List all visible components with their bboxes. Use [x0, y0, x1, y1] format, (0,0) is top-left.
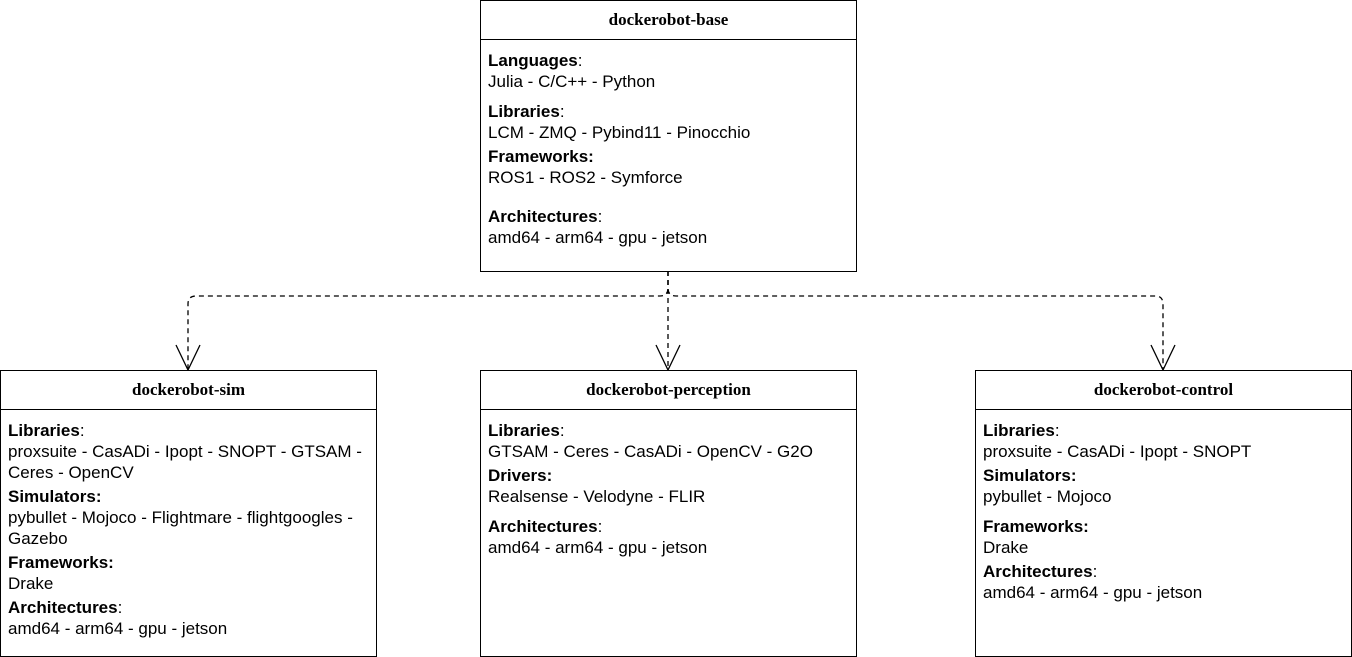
edge-base-to-sim [187, 271, 669, 369]
section-architectures: Architectures: amd64 - arm64 - gpu - jet… [8, 597, 368, 639]
arrowhead-control [1150, 344, 1176, 372]
section-items: GTSAM - Ceres - CasADi - OpenCV - G2O [488, 442, 813, 461]
section-architectures: Architectures: amd64 - arm64 - gpu - jet… [983, 561, 1343, 603]
section-architectures: Architectures: amd64 - arm64 - gpu - jet… [488, 206, 848, 248]
node-sim: dockerobot-sim Libraries: proxsuite - Ca… [0, 370, 377, 657]
section-label: Architectures [488, 517, 598, 536]
section-label: Simulators: [8, 487, 102, 506]
section-items: amd64 - arm64 - gpu - jetson [983, 583, 1203, 602]
section-simulators: Simulators: pybullet - Mojoco - Flightma… [8, 486, 368, 549]
section-drivers: Drivers: Realsense - Velodyne - FLIR [488, 465, 848, 507]
section-label: Libraries [983, 421, 1055, 440]
section-frameworks: Frameworks: Drake [8, 552, 368, 594]
node-base: dockerobot-base Languages: Julia - C/C++… [480, 0, 857, 272]
section-items: LCM - ZMQ - Pybind11 - Pinocchio [488, 123, 751, 142]
section-label: Architectures [8, 598, 118, 617]
section-items: proxsuite - CasADi - Ipopt - SNOPT [983, 442, 1252, 461]
section-suffix: : [597, 207, 603, 226]
section-suffix: : [79, 421, 85, 440]
section-items: Drake [983, 538, 1029, 557]
section-libraries: Libraries: GTSAM - Ceres - CasADi - Open… [488, 420, 848, 462]
node-sim-title: dockerobot-sim [1, 371, 376, 410]
section-label: Frameworks: [488, 147, 594, 166]
section-items: amd64 - arm64 - gpu - jetson [488, 538, 708, 557]
section-suffix: : [577, 51, 583, 70]
section-items: ROS1 - ROS2 - Symforce [488, 168, 683, 187]
section-items: amd64 - arm64 - gpu - jetson [8, 619, 228, 638]
section-items: Realsense - Velodyne - FLIR [488, 487, 706, 506]
section-items: pybullet - Mojoco - Flightmare - flightg… [8, 508, 353, 548]
section-libraries: Libraries: LCM - ZMQ - Pybind11 - Pinocc… [488, 101, 848, 143]
section-items: amd64 - arm64 - gpu - jetson [488, 228, 708, 247]
section-label: Architectures [983, 562, 1093, 581]
section-label: Libraries [488, 102, 560, 121]
section-label: Languages [488, 51, 578, 70]
section-label: Libraries [488, 421, 560, 440]
section-frameworks: Frameworks: ROS1 - ROS2 - Symforce [488, 146, 848, 188]
section-label: Architectures [488, 207, 598, 226]
section-suffix: : [1092, 562, 1098, 581]
section-items: pybullet - Mojoco [983, 487, 1112, 506]
section-label: Frameworks: [8, 553, 114, 572]
section-label: Libraries [8, 421, 80, 440]
section-items: proxsuite - CasADi - Ipopt - SNOPT - GTS… [8, 442, 362, 482]
section-items: Julia - C/C++ - Python [488, 72, 656, 91]
section-label: Frameworks: [983, 517, 1089, 536]
section-libraries: Libraries: proxsuite - CasADi - Ipopt - … [8, 420, 368, 482]
node-base-title: dockerobot-base [481, 1, 856, 40]
section-suffix: : [597, 517, 603, 536]
edge-base-to-control [667, 271, 1164, 369]
section-frameworks: Frameworks: Drake [983, 516, 1343, 558]
section-label: Drivers: [488, 466, 553, 485]
arrowhead-perception [655, 344, 681, 372]
node-perception-title: dockerobot-perception [481, 371, 856, 410]
section-suffix: : [559, 421, 565, 440]
node-perception: dockerobot-perception Libraries: GTSAM -… [480, 370, 857, 657]
section-languages: Languages: Julia - C/C++ - Python [488, 50, 848, 92]
section-simulators: Simulators: pybullet - Mojoco [983, 465, 1343, 507]
section-suffix: : [117, 598, 123, 617]
node-control: dockerobot-control Libraries: proxsuite … [975, 370, 1352, 657]
section-label: Simulators: [983, 466, 1077, 485]
node-control-title: dockerobot-control [976, 371, 1351, 410]
section-libraries: Libraries: proxsuite - CasADi - Ipopt - … [983, 420, 1343, 462]
section-architectures: Architectures: amd64 - arm64 - gpu - jet… [488, 516, 848, 558]
section-suffix: : [1054, 421, 1060, 440]
section-suffix: : [559, 102, 565, 121]
section-items: Drake [8, 574, 54, 593]
